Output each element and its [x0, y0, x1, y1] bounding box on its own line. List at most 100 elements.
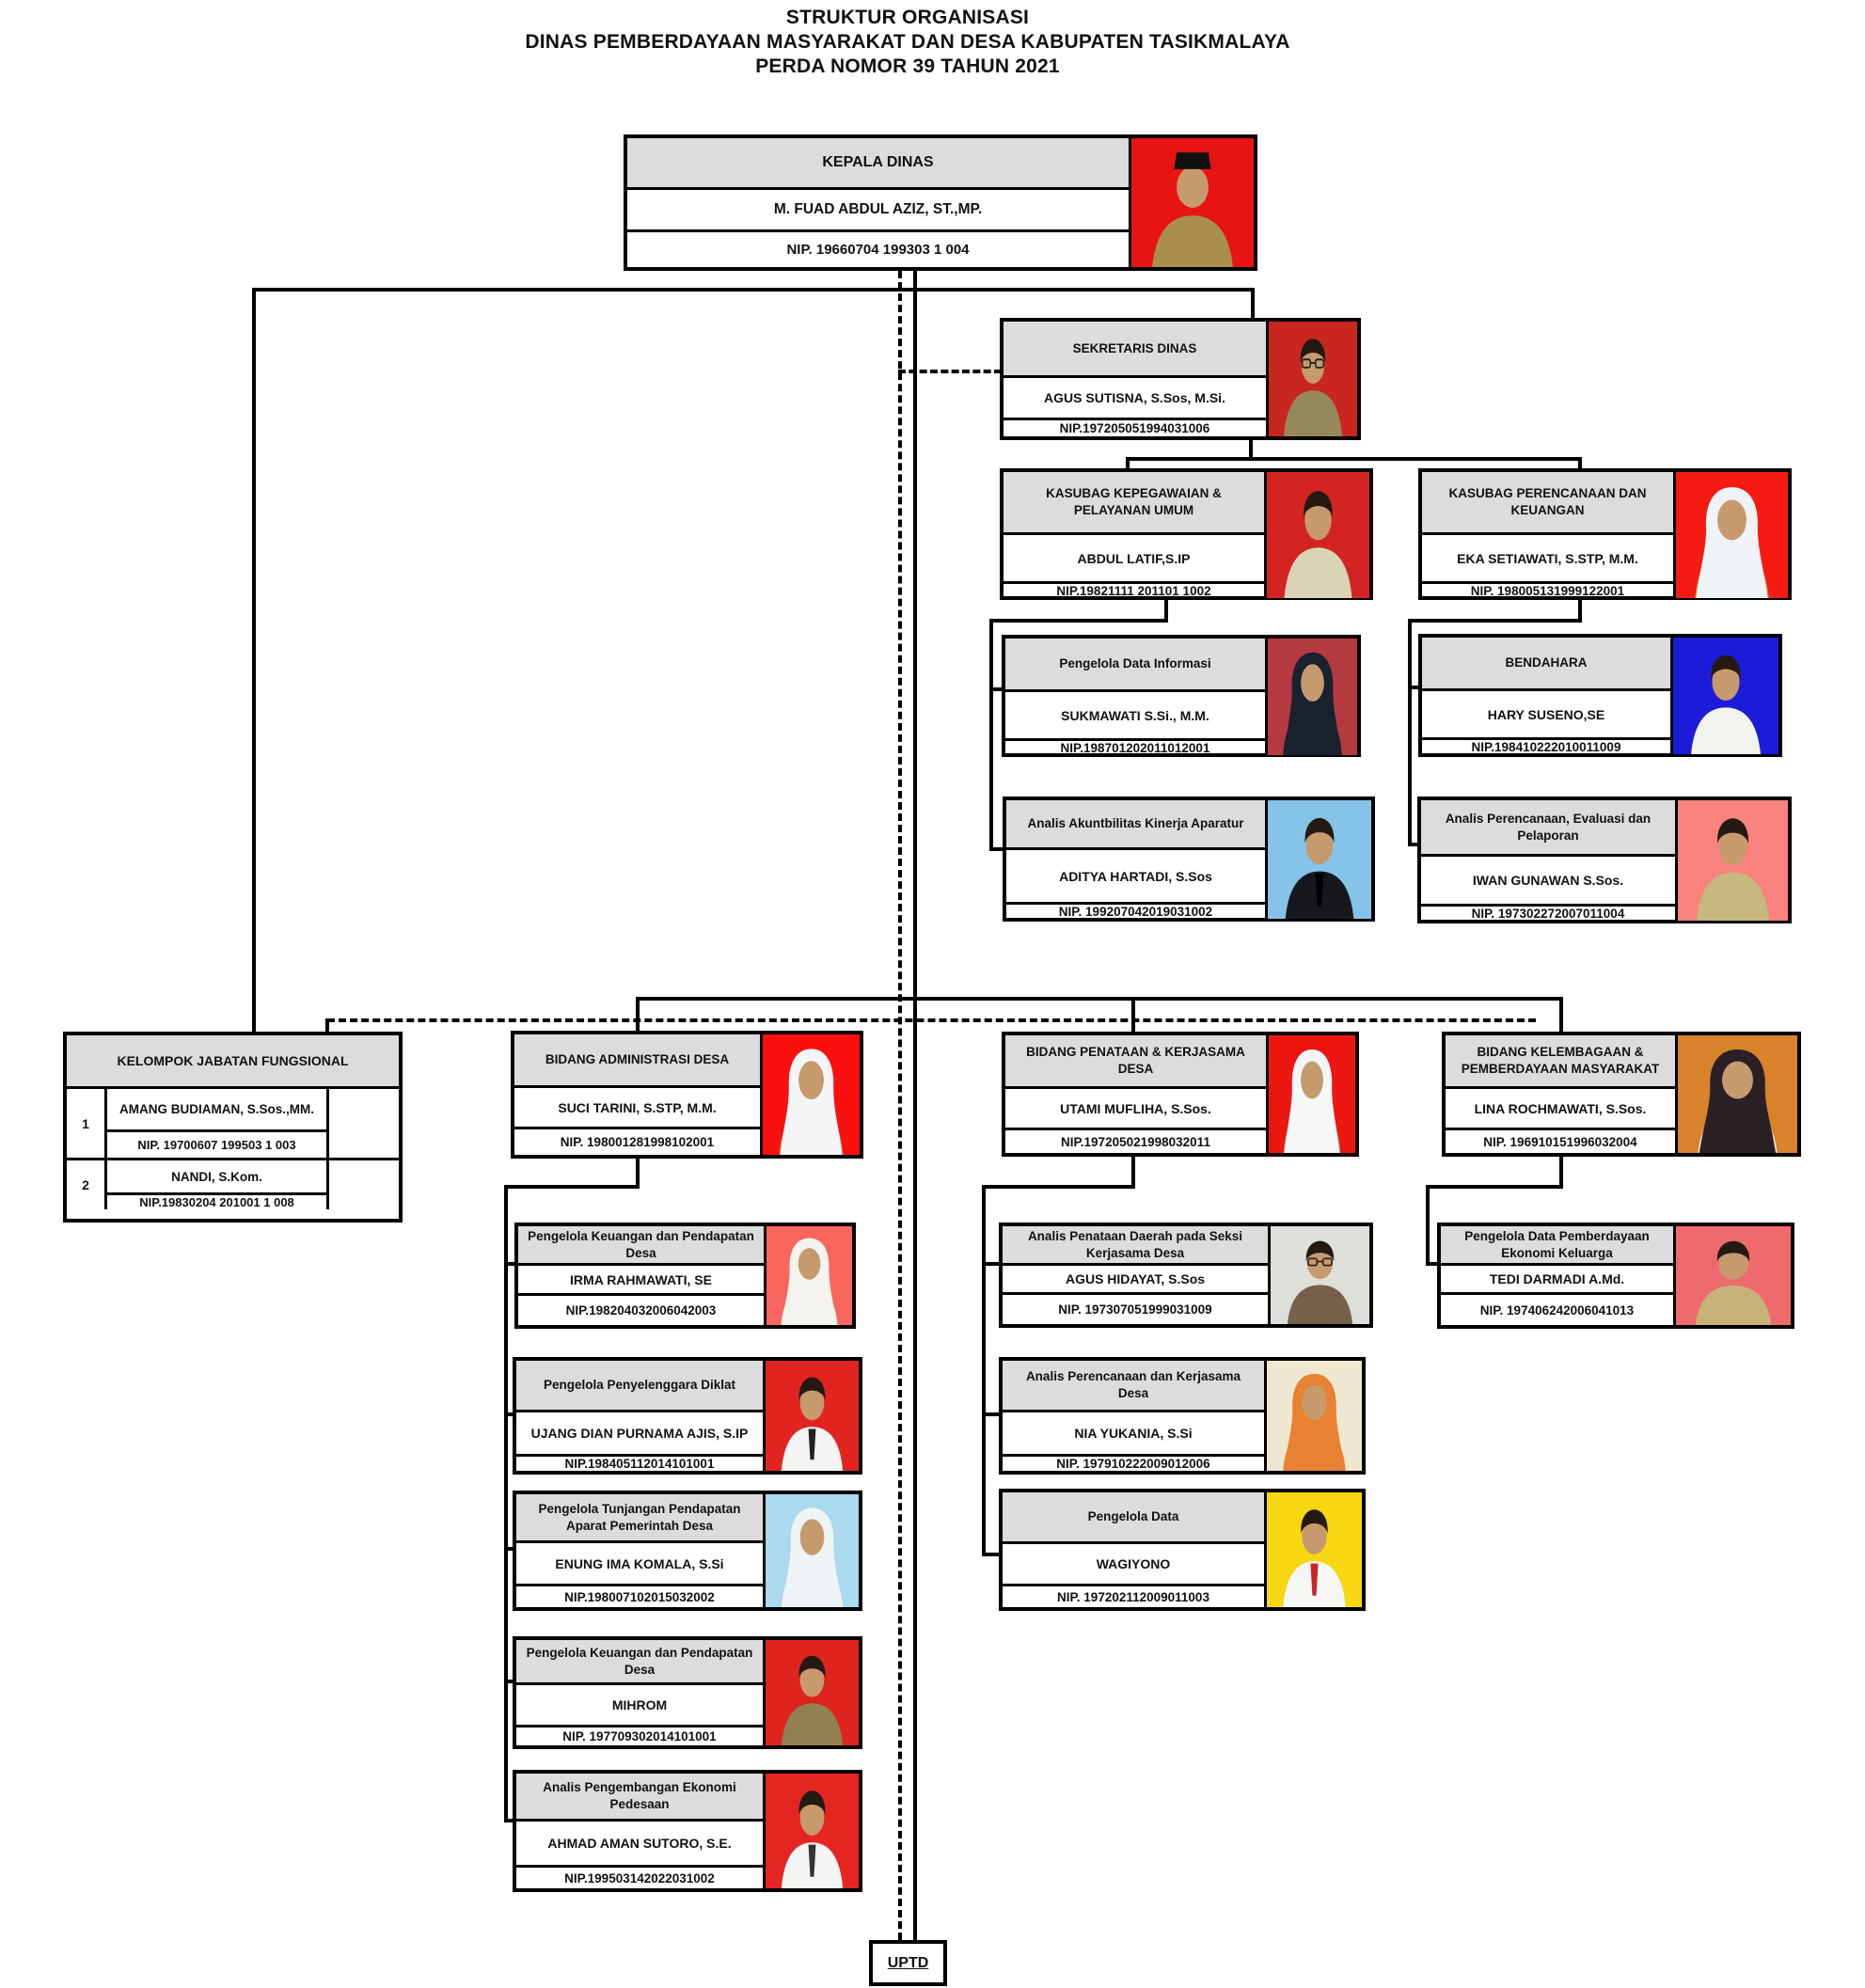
person-name: MIHROM — [516, 1685, 763, 1728]
functional-group-box: KELOMPOK JABATAN FUNGSIONAL 1 AMANG BUDI… — [63, 1032, 403, 1223]
person-nip: NIP.197205051994031006 — [1059, 421, 1210, 435]
connector-line — [1426, 1185, 1430, 1266]
person-name: NIA YUKANIA, S.Si — [1003, 1412, 1264, 1457]
org-box-text: Pengelola Data Pemberdayaan Ekonomi Kelu… — [1441, 1226, 1673, 1325]
person-nip: NIP. 197910222009012006 — [1056, 1457, 1210, 1471]
org-box-pengelola_tunjangan: Pengelola Tunjangan Pendapatan Aparat Pe… — [513, 1491, 862, 1611]
person-name: AHMAD AMAN SUTORO, S.E. — [516, 1822, 763, 1868]
person-nip: NIP. 197709302014101001 — [562, 1729, 717, 1743]
photo-analis_penataan_daerah — [1268, 1226, 1369, 1324]
position-title: KEPALA DINAS — [627, 138, 1129, 190]
person-name: LINA ROCHMAWATI, S.Sos. — [1446, 1089, 1675, 1130]
member-nip: NIP.19830204 201001 1 008 — [107, 1192, 326, 1209]
position-title: Analis Akuntbilitas Kinerja Aparatur — [1006, 800, 1265, 850]
photo-bendahara — [1670, 638, 1778, 754]
connector-line — [504, 1547, 514, 1551]
member-empty-cell — [326, 1089, 399, 1158]
connector-line — [504, 1262, 516, 1266]
person-nip: NIP. 196910151996032004 — [1483, 1134, 1637, 1149]
person-nip: NIP. 197202112009011003 — [1057, 1589, 1209, 1604]
position-title: Pengelola Data Informasi — [1005, 639, 1265, 692]
functional-group-members: 1 AMANG BUDIAMAN, S.Sos.,MM. NIP. 197006… — [67, 1089, 399, 1209]
org-box-analis_penataan_daerah: Analis Penataan Daerah pada Seksi Kerjas… — [999, 1223, 1373, 1328]
photo-analis_ekonomi — [763, 1774, 859, 1888]
person-name: IWAN GUNAWAN S.Sos. — [1421, 857, 1675, 907]
connector-line — [504, 1819, 514, 1822]
position-title: Pengelola Keuangan dan Pendapatan Desa — [516, 1640, 763, 1685]
connector-line — [325, 1018, 329, 1033]
position-title: Pengelola Keuangan dan Pendapatan Desa — [518, 1226, 764, 1266]
photo-sekretaris — [1266, 322, 1357, 436]
position-title: Pengelola Tunjangan Pendapatan Aparat Pe… — [516, 1494, 763, 1543]
person-nip: NIP.198204032006042003 — [565, 1303, 717, 1317]
photo-pengelola_data_informasi — [1265, 639, 1357, 755]
person-name: WAGIYONO — [1003, 1544, 1264, 1586]
person-name: IRMA RAHMAWATI, SE — [518, 1266, 764, 1296]
photo-pengelola_diklat — [763, 1361, 859, 1471]
connector-line — [1164, 598, 1168, 623]
connector-line — [636, 1159, 640, 1189]
photo-analis_perencanaan_kerjasama — [1264, 1361, 1362, 1471]
person-nip: NIP.198405112014101001 — [564, 1457, 715, 1471]
uptd-box: UPTD — [869, 1940, 947, 1986]
person-nip: NIP. 199207042019031002 — [1058, 905, 1213, 919]
chart-title-line2: DINAS PEMBERDAYAAN MASYARAKAT DAN DESA K… — [525, 31, 1290, 53]
photo-bidang_kelembagaan — [1675, 1035, 1797, 1153]
connector-line — [254, 288, 1255, 292]
org-box-bidang_kelembagaan: BIDANG KELEMBAGAAN & PEMBERDAYAAN MASYAR… — [1442, 1032, 1801, 1157]
connector-line — [982, 1412, 1001, 1416]
connector-line — [1251, 288, 1255, 320]
connector-line — [1559, 1157, 1563, 1189]
connector-line — [1408, 843, 1419, 846]
person-nip: NIP. 198005131999122001 — [1470, 584, 1625, 598]
photo-analis_akuntabilitas — [1265, 800, 1371, 919]
org-box-text: Analis Perencanaan, Evaluasi dan Pelapor… — [1421, 800, 1675, 921]
chart-title-line1: STRUKTUR ORGANISASI — [785, 7, 1030, 28]
connector-line — [636, 997, 1563, 1001]
connector-line — [504, 1412, 514, 1416]
functional-group-title: KELOMPOK JABATAN FUNGSIONAL — [67, 1035, 399, 1089]
person-name: EKA SETIAWATI, S.STP, M.M. — [1422, 535, 1673, 584]
position-title: BIDANG ADMINISTRASI DESA — [514, 1034, 760, 1088]
connector-line — [1131, 997, 1135, 1033]
position-title: Analis Perencanaan, Evaluasi dan Pelapor… — [1421, 800, 1675, 857]
connector-line — [1559, 997, 1563, 1033]
photo-kepala — [1129, 138, 1254, 267]
photo-kasubag_kepegawaian — [1264, 472, 1369, 598]
person-name: ABDUL LATIF,S.IP — [1004, 535, 1264, 584]
connector-line — [504, 1680, 514, 1683]
person-nip: NIP. 197302272007011004 — [1471, 907, 1625, 921]
person-name: TEDI DARMADI A.Md. — [1441, 1266, 1673, 1295]
photo-kasubag_perencanaan — [1673, 472, 1788, 598]
org-box-text: Analis Penataan Daerah pada Seksi Kerjas… — [1003, 1226, 1268, 1324]
position-title: Pengelola Data Pemberdayaan Ekonomi Kelu… — [1441, 1226, 1673, 1266]
chart-title-line3: PERDA NOMOR 39 TAHUN 2021 — [755, 55, 1060, 77]
member-name: NANDI, S.Kom. — [107, 1158, 326, 1192]
photo-bidang_administrasi — [760, 1034, 860, 1155]
member-name: AMANG BUDIAMAN, S.Sos.,MM. — [119, 1102, 314, 1116]
photo-pengelola_data — [1264, 1492, 1362, 1607]
member-nip: NIP. 19700607 199503 1 003 — [107, 1129, 326, 1158]
photo-bidang_penataan — [1266, 1035, 1355, 1153]
position-title: BENDAHARA — [1422, 638, 1670, 691]
position-title: BIDANG PENATAAN & KERJASAMA DESA — [1005, 1035, 1266, 1089]
person-name: HARY SUSENO,SE — [1422, 691, 1670, 740]
person-name: M. FUAD ABDUL AZIZ, ST.,MP. — [627, 190, 1129, 232]
org-box-text: Pengelola Tunjangan Pendapatan Aparat Pe… — [516, 1494, 763, 1607]
